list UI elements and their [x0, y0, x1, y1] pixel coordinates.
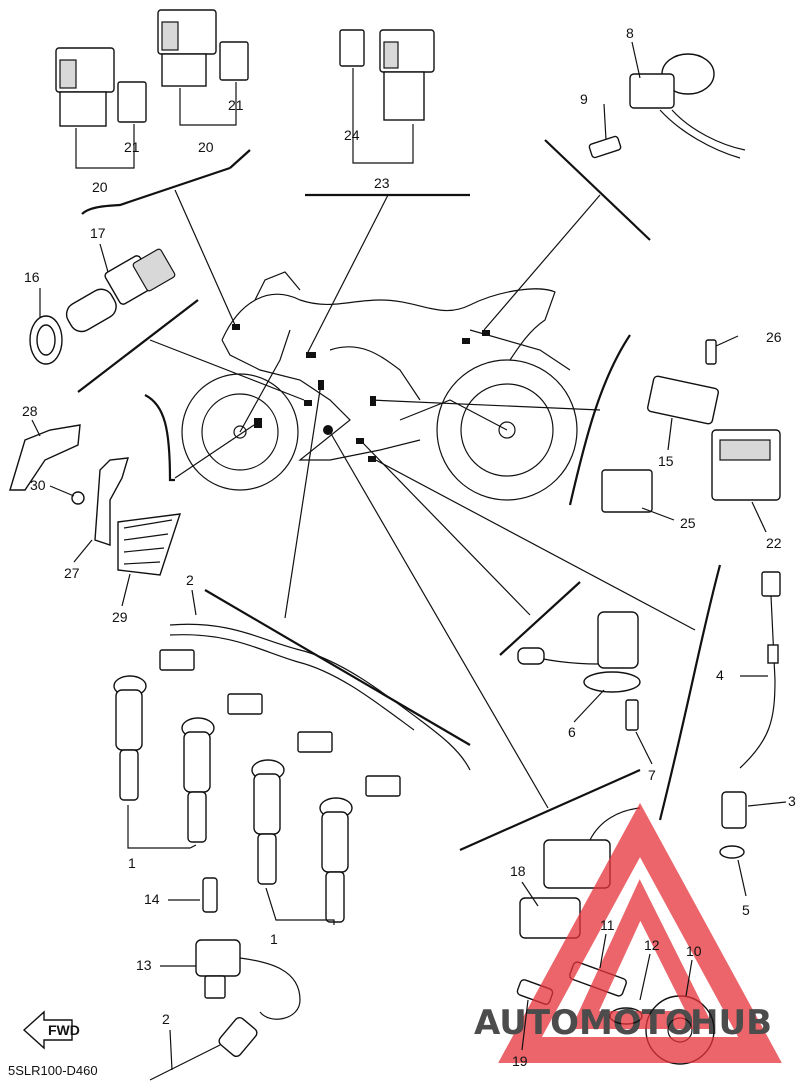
callout-17: 17 [90, 225, 106, 241]
callout-11: 11 [600, 917, 615, 933]
callout-8: 8 [626, 25, 634, 41]
callout-12: 12 [644, 937, 660, 953]
callout-24: 24 [344, 127, 360, 143]
ignition-coils-1 [113, 675, 353, 925]
callout-13: 13 [136, 957, 152, 973]
motorcycle-outline [181, 271, 578, 501]
callout-21b: 21 [228, 97, 244, 113]
watermark-text-red: HUB [690, 1003, 772, 1043]
callout-2a: 2 [186, 572, 194, 588]
callout-1b: 1 [270, 931, 278, 947]
callout-30: 30 [30, 477, 46, 493]
fwd-arrow-icon: FWD [22, 1010, 80, 1050]
callout-19: 19 [512, 1053, 528, 1069]
callout-26: 26 [766, 329, 782, 345]
callout-16: 16 [24, 269, 40, 285]
callout-7: 7 [648, 767, 656, 783]
diagram-code: 5SLR100-D460 [8, 1063, 98, 1078]
callout-9: 9 [580, 91, 588, 107]
callout-4: 4 [716, 667, 724, 683]
temp-sensor-17 [29, 248, 176, 365]
callout-20a: 20 [92, 179, 108, 195]
callout-14: 14 [144, 891, 160, 907]
fwd-label: FWD [48, 1022, 80, 1038]
callout-29: 29 [112, 609, 128, 625]
callout-15: 15 [658, 453, 674, 469]
watermark-text-orange: AUTOMOTO [474, 1003, 694, 1043]
callout-18: 18 [510, 863, 526, 879]
leader-lines [31, 41, 787, 1071]
sensor-8 [588, 53, 746, 159]
callout-20b: 20 [198, 139, 214, 155]
relay-group-left [55, 9, 249, 169]
callout-1a: 1 [128, 855, 136, 871]
crank-sensor-13 [149, 877, 301, 1081]
callout-21a: 21 [124, 139, 140, 155]
callout-6: 6 [568, 724, 576, 740]
callout-23: 23 [374, 175, 390, 191]
callout-2b: 2 [162, 1011, 170, 1027]
callout-10: 10 [686, 943, 702, 959]
callout-5: 5 [742, 902, 750, 918]
wire-harness-2 [159, 623, 471, 797]
ecu-components [601, 339, 781, 513]
callout-25: 25 [680, 515, 696, 531]
o2-sensor-4 [719, 571, 781, 859]
callout-22: 22 [766, 535, 782, 551]
bracket-28 [9, 424, 182, 576]
sensor-6 [517, 611, 641, 731]
callout-brackets [77, 139, 722, 852]
callout-labels: 1 1 2 2 3 4 5 6 7 8 9 10 11 12 13 14 15 … [22, 25, 796, 1069]
watermark-logo: AUTOMOTO HUB [474, 802, 782, 1063]
callout-28: 28 [22, 403, 38, 419]
callout-3: 3 [788, 793, 796, 809]
callout-27: 27 [64, 565, 80, 581]
relay-group-middle [339, 29, 435, 164]
